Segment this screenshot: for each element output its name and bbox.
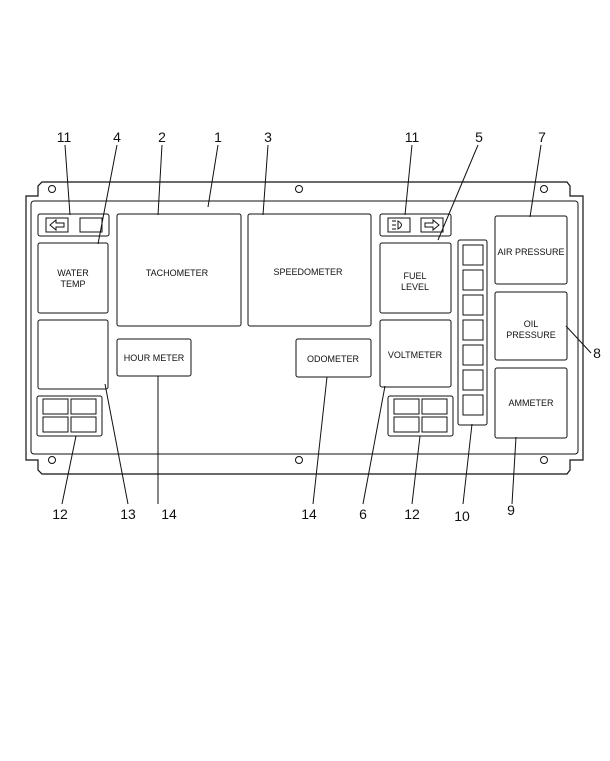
leader-line xyxy=(437,144,479,241)
water-temp-label-line2: TEMP xyxy=(60,279,85,289)
switch-block-right xyxy=(387,395,454,437)
mounting-plate xyxy=(25,181,584,475)
panel-face xyxy=(30,200,579,455)
speedometer-label: SPEEDOMETER xyxy=(273,267,343,277)
mounting-hole xyxy=(295,456,303,464)
hour-meter-gauge: HOUR METER xyxy=(116,338,192,377)
speedometer-gauge: SPEEDOMETER xyxy=(247,213,372,327)
callout-9: 9 xyxy=(507,502,515,518)
tachometer-gauge: TACHOMETER xyxy=(116,213,242,327)
fuel-level-label-line2: LEVEL xyxy=(401,282,429,292)
air-pressure-label: AIR PRESSURE xyxy=(497,247,564,257)
leader-line xyxy=(565,325,592,354)
leader-line xyxy=(104,383,129,505)
air-pressure-gauge: AIR PRESSURE xyxy=(494,215,568,285)
leader-line xyxy=(64,144,71,216)
leader-line xyxy=(312,376,328,505)
oil-pressure-gauge: OIL PRESSURE xyxy=(494,291,568,361)
hour-meter-label: HOUR METER xyxy=(124,353,185,363)
leader-line xyxy=(362,385,386,505)
indicator-lights-right xyxy=(379,213,452,237)
fuel-level-label-line1: FUEL xyxy=(403,271,426,281)
voltmeter-label: VOLTMETER xyxy=(388,350,443,360)
headlight-icon xyxy=(392,220,402,230)
callout-10: 10 xyxy=(454,508,470,524)
callout-14-right: 14 xyxy=(301,506,317,522)
oil-pressure-label-line1: OIL xyxy=(524,319,539,329)
callout-11-left: 11 xyxy=(57,129,72,145)
warning-light-column xyxy=(457,239,488,426)
mounting-hole xyxy=(48,456,56,464)
leader-line xyxy=(207,144,219,208)
arrow-right-icon xyxy=(424,218,440,232)
tachometer-label: TACHOMETER xyxy=(146,268,209,278)
leader-line xyxy=(262,144,269,216)
callout-13: 13 xyxy=(120,506,136,522)
callout-14-left: 14 xyxy=(161,506,177,522)
leader-line xyxy=(61,435,77,505)
odometer-label: ODOMETER xyxy=(307,354,360,364)
voltmeter-gauge: VOLTMETER xyxy=(379,319,452,388)
callout-1: 1 xyxy=(214,129,222,145)
callout-8: 8 xyxy=(593,345,601,361)
leader-line xyxy=(529,144,542,218)
switch-block-left xyxy=(36,395,103,437)
callout-numbers: 11 4 2 1 3 11 5 7 8 12 13 14 14 6 12 10 … xyxy=(52,129,601,524)
blank-gauge-position xyxy=(37,319,109,390)
callout-5: 5 xyxy=(475,129,483,145)
mounting-hole xyxy=(48,185,56,193)
leader-line xyxy=(511,436,517,505)
leader-line xyxy=(411,435,421,505)
water-temp-gauge: WATER TEMP xyxy=(37,242,109,314)
callout-2: 2 xyxy=(158,129,166,145)
leader-line xyxy=(157,144,163,216)
oil-pressure-label-line2: PRESSURE xyxy=(506,330,556,340)
callout-6: 6 xyxy=(359,506,367,522)
callout-7: 7 xyxy=(538,129,546,145)
turn-signal-indicator-left xyxy=(37,213,110,237)
leader-line xyxy=(97,144,118,245)
fuel-level-gauge: FUEL LEVEL xyxy=(379,242,452,314)
ammeter-label: AMMETER xyxy=(509,398,555,408)
leader-lines xyxy=(61,144,592,505)
water-temp-label-line1: WATER xyxy=(57,268,89,278)
callout-12-right: 12 xyxy=(404,506,420,522)
arrow-left-icon xyxy=(49,218,65,232)
callout-11-right: 11 xyxy=(405,129,420,145)
callout-3: 3 xyxy=(264,129,272,145)
leader-line xyxy=(404,144,413,216)
mounting-hole xyxy=(540,456,548,464)
mounting-hole xyxy=(540,185,548,193)
callout-4: 4 xyxy=(113,129,121,145)
callout-12-left: 12 xyxy=(52,506,68,522)
mounting-holes xyxy=(48,185,548,464)
odometer-gauge: ODOMETER xyxy=(295,338,372,378)
ammeter-gauge: AMMETER xyxy=(494,367,568,439)
leader-line xyxy=(462,423,473,505)
mounting-hole xyxy=(295,185,303,193)
